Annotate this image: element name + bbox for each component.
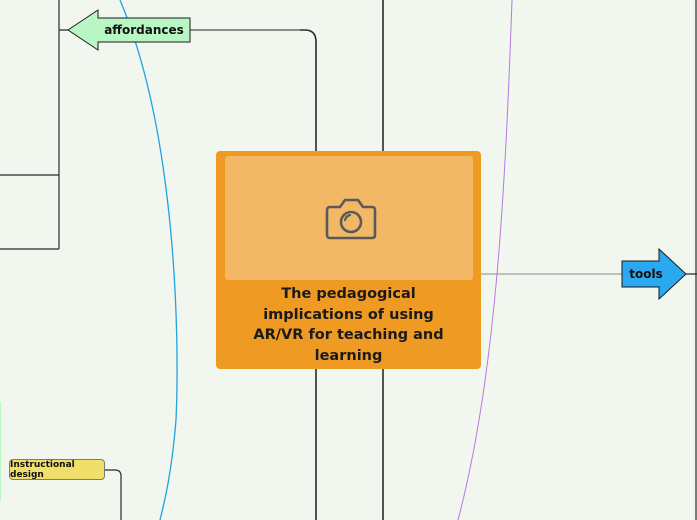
tools-outgoing-connector <box>686 0 697 520</box>
left-trunk-connector <box>0 0 68 250</box>
central-topic-image <box>225 156 473 280</box>
affordances-arrow-shape[interactable] <box>67 9 191 51</box>
central-topic[interactable]: The pedagogical implications of using AR… <box>216 151 481 369</box>
instructional-design-node[interactable]: Instructional design <box>9 459 105 480</box>
central-topic-title: The pedagogical implications of using AR… <box>253 286 444 364</box>
camera-icon <box>325 198 377 240</box>
affordances-node-label[interactable]: affordances <box>104 23 184 37</box>
affordances-connector <box>190 29 317 520</box>
purple-relationship-curve <box>457 0 513 520</box>
instructional-design-label: Instructional design <box>10 459 75 480</box>
tools-node-label[interactable]: tools <box>629 267 663 281</box>
tools-arrow-shape[interactable] <box>621 247 687 301</box>
blue-relationship-curve <box>119 0 178 520</box>
instructional-connector <box>105 469 122 520</box>
